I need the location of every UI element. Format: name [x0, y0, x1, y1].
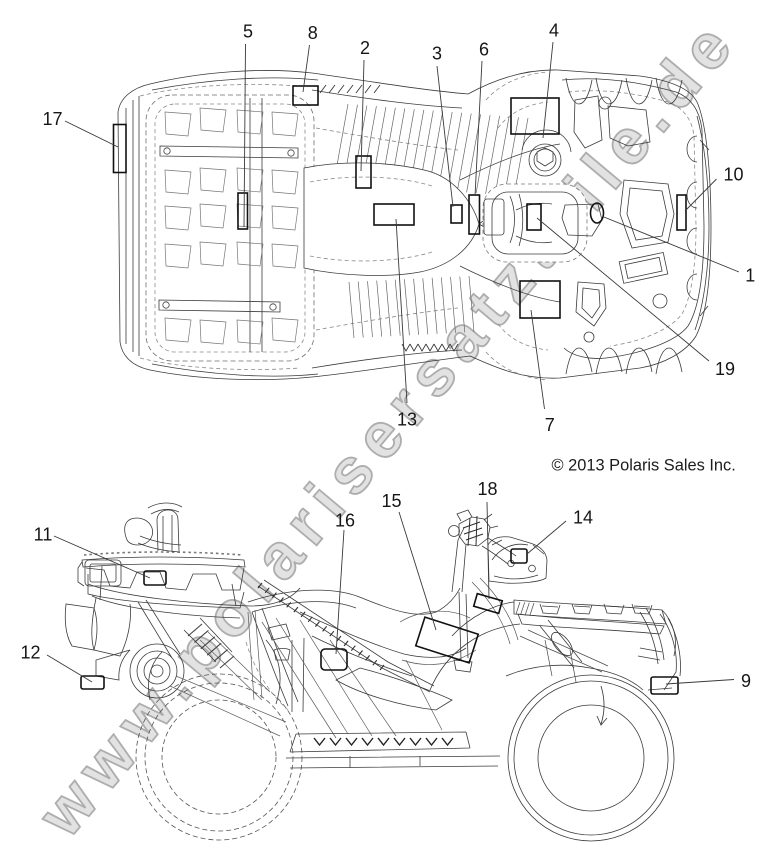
svg-text:9: 9 — [741, 671, 751, 691]
svg-text:13: 13 — [397, 409, 417, 429]
svg-text:7: 7 — [545, 415, 555, 435]
svg-text:3: 3 — [432, 44, 442, 64]
svg-text:12: 12 — [20, 642, 40, 662]
svg-text:17: 17 — [42, 109, 62, 129]
svg-text:4: 4 — [549, 21, 559, 41]
svg-text:11: 11 — [34, 524, 53, 544]
svg-text:© 2013 Polaris Sales Inc.: © 2013 Polaris Sales Inc. — [552, 457, 736, 475]
svg-text:8: 8 — [308, 23, 318, 43]
svg-text:6: 6 — [479, 40, 489, 60]
svg-text:10: 10 — [723, 165, 743, 185]
svg-text:18: 18 — [477, 479, 497, 499]
svg-text:2: 2 — [360, 38, 370, 58]
svg-text:5: 5 — [243, 22, 253, 42]
svg-text:1: 1 — [745, 266, 755, 286]
svg-text:15: 15 — [381, 491, 401, 511]
svg-text:14: 14 — [573, 508, 593, 528]
svg-text:19: 19 — [715, 359, 735, 379]
svg-text:16: 16 — [335, 511, 355, 531]
